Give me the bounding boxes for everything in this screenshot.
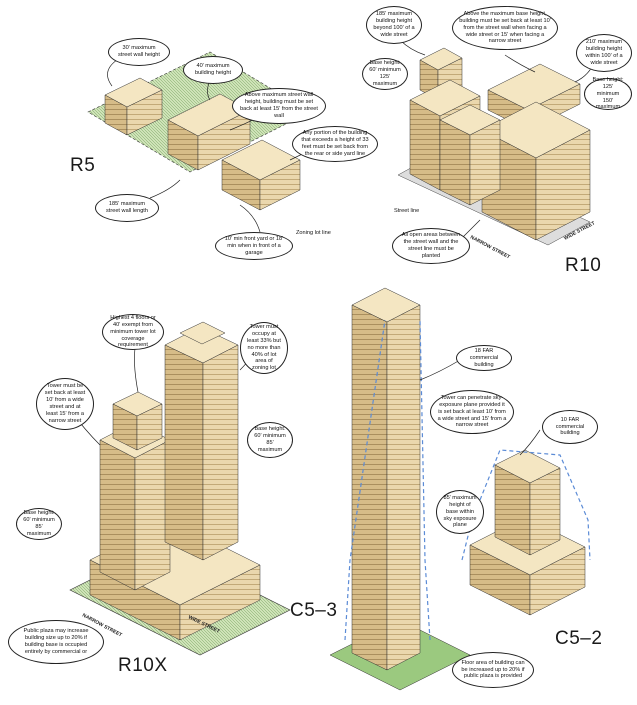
r5-wall-6 (259, 159, 301, 211)
c52-max-height-callout: 85' maximum height of base within sky ex… (436, 490, 484, 534)
r10x-tower2-top-roof (179, 321, 226, 345)
c52-diagram (461, 449, 591, 616)
r10-mid-wall-2 (469, 119, 501, 206)
r5-front-yard-callout: 10' min front yard or 18' min when in fr… (215, 232, 293, 260)
c53-tower-penetrate-callout: Tower can penetrate sky-exposure plane p… (430, 390, 514, 434)
r10x-base-right-callout: Base height: 60' minimum 85' maximum (247, 422, 293, 458)
r5-street-wall-callout: 30' maximum street wall height (108, 38, 170, 66)
r10x-diagram (69, 321, 291, 656)
r10x-tower-occupy-callout: Tower must occupy at least 33% but no mo… (240, 322, 288, 374)
c52-tower-wall-2 (529, 467, 561, 556)
district-label-c53: C5–3 (290, 600, 338, 621)
r10x-tower2-wall-2 (202, 344, 239, 561)
r5-diagram (87, 51, 311, 211)
leader-c52-1 (519, 429, 541, 456)
r5-wall-4 (197, 109, 251, 171)
c53-diagram (329, 287, 471, 691)
r10-base-right-callout: Base height: 125' minimum 150' maximum (584, 77, 632, 110)
r10x-highest-floors-callout: Highest 4 floors or 40' exempt from mini… (102, 314, 164, 350)
c53-far-callout: 18 FAR commercial building (456, 345, 512, 371)
c52-far-callout: 10 FAR commercial building (542, 410, 598, 444)
r10-diagram (397, 47, 591, 246)
r5-wall-length-callout: 185' maximum street wall length (95, 194, 159, 222)
r10-base-left-callout: Base height: 60' minimum 125' maximum (362, 58, 408, 90)
r10-open-areas-callout: All open areas between the street wall a… (392, 228, 470, 264)
district-label-c52: C5–2 (555, 628, 603, 649)
r5-zoning-lot-line: Zoning lot line (296, 230, 331, 236)
leader-r10-2 (504, 54, 536, 73)
leader-r5-5 (149, 179, 181, 199)
r10x-tower2-wall-1 (164, 344, 204, 561)
r10x-tower1-wall-2 (134, 439, 171, 591)
r5-wall-2 (126, 89, 163, 136)
c53-wall-2 (386, 304, 421, 671)
c53-wall-1 (351, 304, 388, 671)
r10x-base-left-callout: Base height: 60' minimum 85' maximum (16, 508, 62, 540)
c53-sky-plane-right (419, 319, 431, 641)
r10-height-185-callout: 185' maximum building height beyond 100'… (366, 6, 422, 44)
r5-setback-callout: Above maximum street wall height, buildi… (232, 88, 326, 124)
r10-base-wall-4 (535, 129, 591, 241)
r5-building-height-callout: 40' maximum building height (183, 56, 243, 84)
r10-base-wall-1 (409, 99, 441, 191)
district-label-r10: R10 (565, 255, 602, 276)
c53-floor-area-callout: Floor area of building can be increased … (452, 652, 534, 688)
r10-street-line: Street line (394, 208, 420, 214)
district-label-r5: R5 (70, 155, 96, 176)
leader-r5-6 (239, 204, 261, 233)
c52-sky-plane (461, 449, 591, 561)
r10x-base-wall-2 (179, 564, 261, 641)
r10x-plaza-callout: Public plaza may increase building size … (8, 620, 104, 664)
r10-narrow-street: NARROW STREET (469, 234, 511, 260)
r10-above-base-callout: Above the maximum base height, building … (452, 6, 558, 50)
leader-c53-1 (419, 359, 461, 381)
district-label-r10x: R10X (118, 655, 168, 676)
c53-sky-plane-left (344, 319, 386, 641)
r10x-tower1-top-wall-2 (136, 403, 163, 451)
r10x-tower1-wall-1 (99, 439, 136, 591)
r10-height-210-callout: 210' maximum building height within 100'… (576, 34, 632, 72)
r10-mid-wall-1 (439, 119, 471, 206)
r5-setback-33-callout: Any portion of the building that exceeds… (292, 126, 378, 162)
c52-base-wall-2 (529, 546, 586, 616)
r10x-tower-setback-callout: Tower must be set back at least 10' from… (36, 378, 94, 430)
